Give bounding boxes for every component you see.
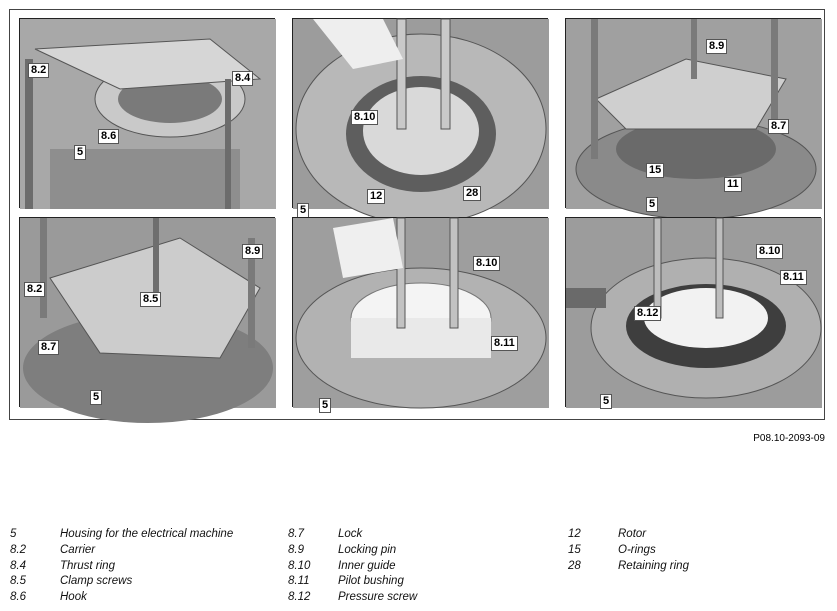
photo-panel-6: 8.10 8.11 8.12 5	[565, 217, 822, 409]
photo-panel-3: 8.9 8.7 15 11 5	[565, 18, 822, 220]
callout-8-9: 8.9	[706, 39, 728, 54]
callout-5: 5	[319, 398, 332, 413]
photo-panel-2: 8.10 12 28 5	[292, 18, 549, 225]
photo-panel-1: 8.2 8.4 8.6 5	[19, 18, 276, 209]
callout-8-10: 8.10	[473, 256, 501, 271]
callout-8-7: 8.7	[38, 340, 60, 355]
callout-8-7: 8.7	[768, 119, 790, 134]
callout-8-9: 8.9	[242, 244, 264, 259]
callout-8-11: 8.11	[491, 336, 518, 351]
callout-5: 5	[297, 203, 310, 218]
callout-28: 28	[463, 186, 482, 201]
callout-8-6: 8.6	[98, 129, 120, 144]
callout-15: 15	[646, 163, 665, 178]
callout-8-10: 8.10	[756, 244, 784, 259]
photo-panel-4: 8.9 8.2 8.5 8.7 5	[19, 217, 276, 423]
callout-8-2: 8.2	[24, 282, 46, 297]
figure-frame: 8.2 8.4 8.6 5 8.10 12 28 5 8.9	[9, 9, 825, 423]
callout-5: 5	[90, 390, 103, 405]
callout-5: 5	[646, 197, 659, 212]
callout-11: 11	[724, 177, 742, 192]
callout-8-2: 8.2	[28, 63, 50, 78]
callout-8-5: 8.5	[140, 292, 162, 307]
callout-8-12: 8.12	[634, 306, 662, 321]
callout-8-4: 8.4	[232, 71, 254, 86]
photo-panel-5: 8.10 8.11 5	[292, 217, 549, 413]
callout-8-10: 8.10	[351, 110, 379, 125]
callout-8-11: 8.11	[780, 270, 807, 285]
callout-12: 12	[367, 189, 386, 204]
callout-5: 5	[600, 394, 613, 409]
callout-5: 5	[74, 145, 87, 160]
figure-reference: P08.10-2093-09	[753, 433, 825, 444]
